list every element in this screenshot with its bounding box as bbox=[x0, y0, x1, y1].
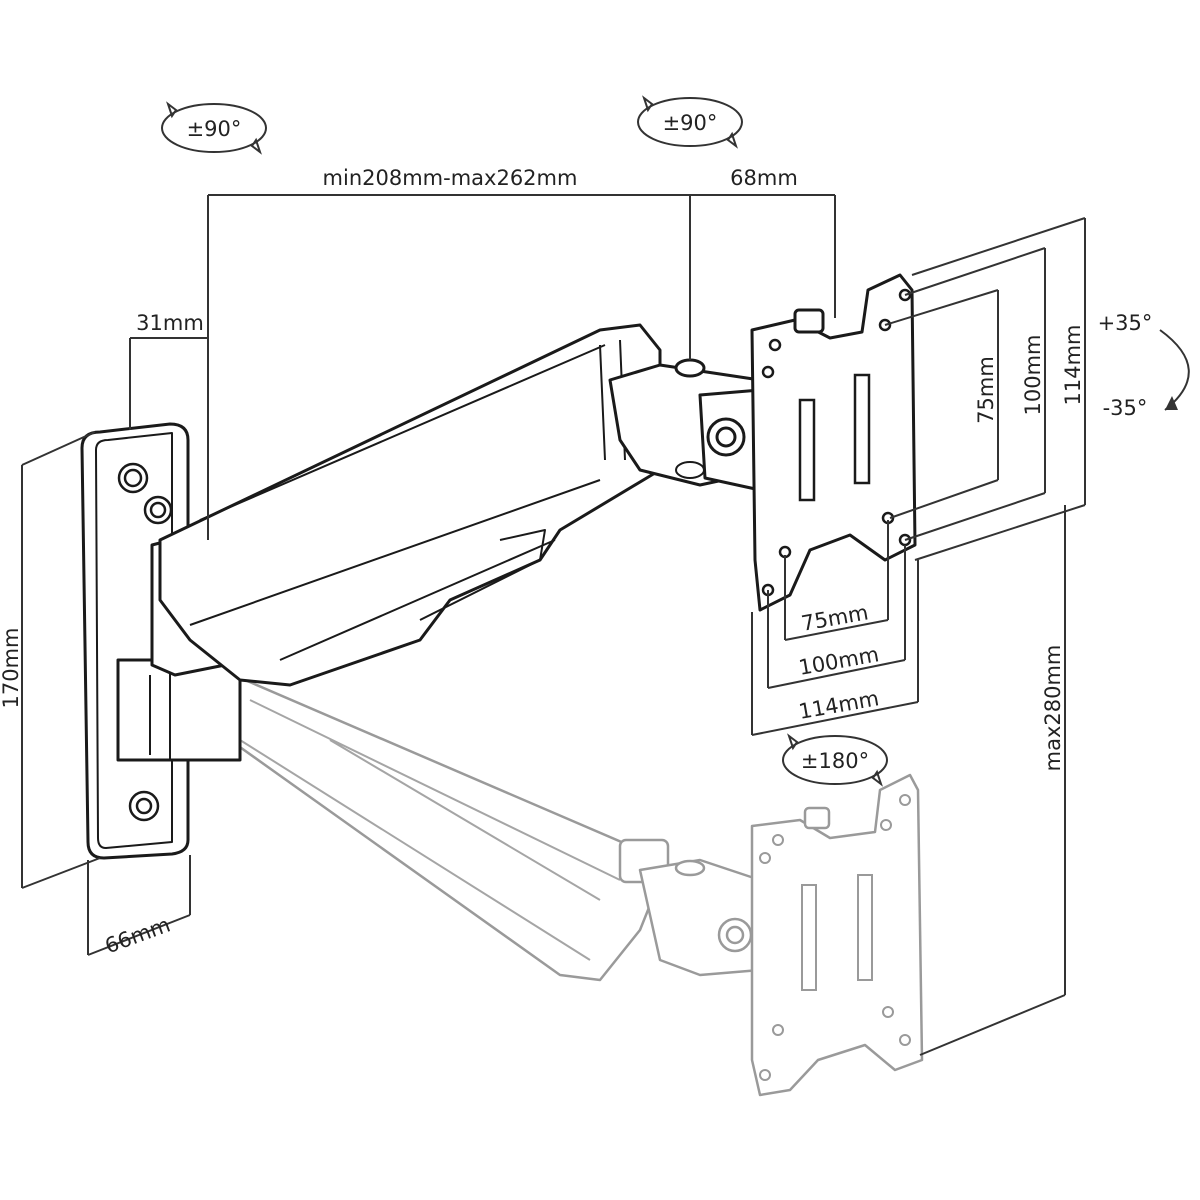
arm-pivot-cap bbox=[674, 358, 706, 378]
head-swivel-indicator: ±90° bbox=[637, 95, 743, 149]
rotation-label: ±180° bbox=[801, 749, 869, 773]
wall-swivel-indicator: ±90° bbox=[161, 101, 267, 155]
ghost-slot-right bbox=[857, 874, 873, 981]
head-swivel-label: ±90° bbox=[663, 111, 718, 135]
gas-spring-arm bbox=[158, 323, 782, 687]
plate-height-label: 170mm bbox=[0, 628, 23, 709]
head-offset-label: 68mm bbox=[730, 166, 798, 190]
vesa-plate bbox=[750, 273, 917, 612]
rotation-indicator: ±180° bbox=[782, 733, 888, 787]
lowered-vesa-plate-ghost bbox=[750, 773, 924, 1097]
vesa-v114-label: 114mm bbox=[1061, 325, 1085, 406]
plate-width-label: 66mm bbox=[102, 913, 174, 959]
lowered-arm-ghost bbox=[198, 638, 762, 982]
dimension-lines bbox=[21, 194, 1086, 1056]
tilt-up-label: +35° bbox=[1098, 311, 1153, 335]
vesa-lock-knob bbox=[793, 308, 825, 334]
wall-swivel-label: ±90° bbox=[187, 117, 242, 141]
height-travel-label: max280mm bbox=[1041, 645, 1065, 772]
lowered-knob-ghost bbox=[803, 806, 831, 830]
ghost-slot-left bbox=[801, 884, 817, 991]
arm-length-label: min208mm-max262mm bbox=[323, 166, 578, 190]
plate-offset-label: 31mm bbox=[136, 311, 204, 335]
tilt-indicator: +35° -35° bbox=[1098, 311, 1190, 420]
tilt-down-label: -35° bbox=[1103, 396, 1148, 420]
vesa-slot-right bbox=[853, 373, 871, 485]
vesa-v75-label: 75mm bbox=[974, 356, 998, 424]
vesa-v100-label: 100mm bbox=[1021, 335, 1045, 416]
vesa-slot-left bbox=[798, 398, 816, 502]
